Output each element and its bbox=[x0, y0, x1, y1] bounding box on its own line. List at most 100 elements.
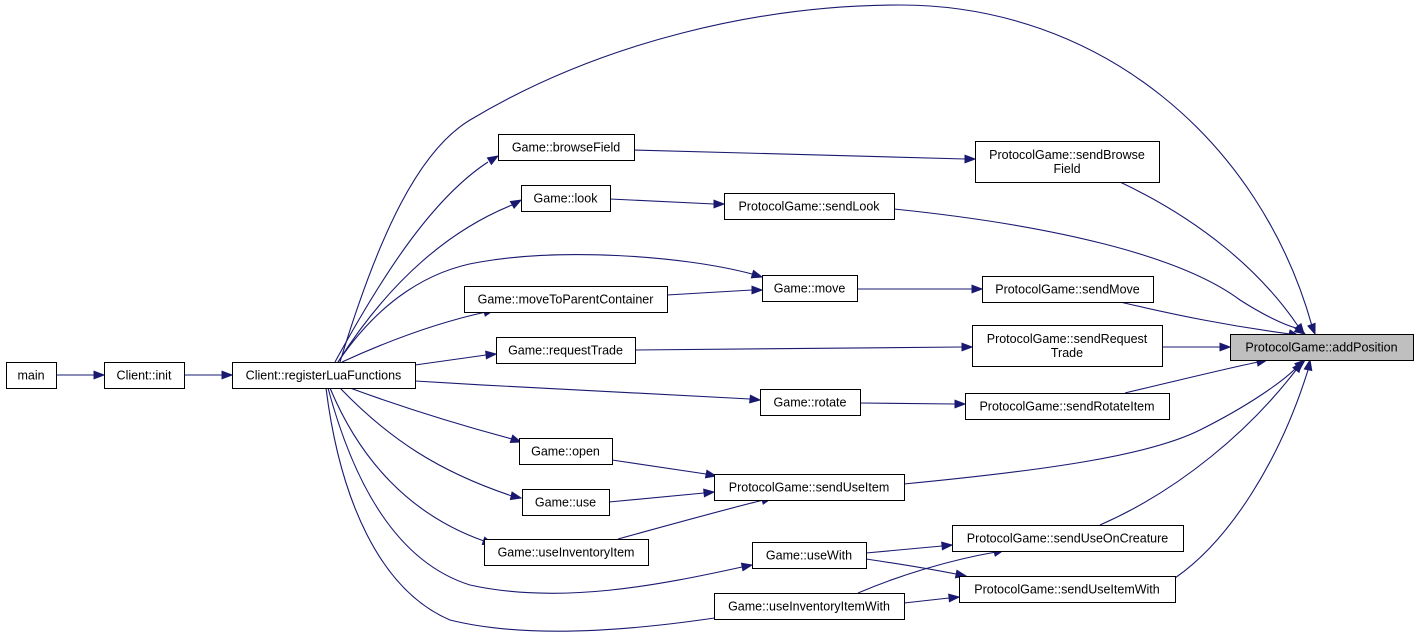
edge-request-trade-to-send-request-trade bbox=[634, 342, 974, 352]
arrow-head-icon bbox=[971, 284, 984, 294]
edge-line bbox=[329, 387, 485, 542]
node-send-move[interactable]: ProtocolGame::sendMove bbox=[982, 276, 1154, 303]
edge-line bbox=[633, 149, 966, 160]
node-open[interactable]: Game::open bbox=[519, 438, 613, 465]
node-box bbox=[959, 576, 1176, 603]
arrow-head-icon bbox=[749, 394, 762, 404]
arrow-head-icon bbox=[961, 342, 974, 352]
node-client-init[interactable]: Client::init bbox=[104, 362, 185, 389]
arrow-head-icon bbox=[486, 155, 500, 166]
node-box bbox=[484, 539, 649, 566]
arrow-head-icon bbox=[1293, 324, 1307, 335]
edge-send-look-to-add-position bbox=[893, 208, 1307, 335]
edge-rotate-to-send-rotate-item bbox=[859, 399, 967, 409]
node-send-use-on-creature[interactable]: ProtocolGame::sendUseOnCreature bbox=[952, 525, 1184, 552]
node-use-with[interactable]: Game::useWith bbox=[752, 542, 867, 569]
edge-line bbox=[1124, 361, 1259, 394]
node-box bbox=[752, 542, 867, 569]
node-box bbox=[760, 389, 861, 416]
edge-look-to-send-look bbox=[609, 198, 726, 209]
node-send-look[interactable]: ProtocolGame::sendLook bbox=[724, 193, 895, 220]
edge-register-lua-to-move-to-parent bbox=[341, 308, 496, 363]
node-use-inventory-item-with[interactable]: Game::useInventoryItemWith bbox=[714, 593, 905, 620]
node-label: Game::useInventoryItem bbox=[498, 546, 635, 560]
edge-line bbox=[666, 289, 753, 296]
arrow-head-icon bbox=[509, 434, 523, 443]
node-send-use-item-with[interactable]: ProtocolGame::sendUseItemWith bbox=[959, 576, 1176, 603]
edge-move-to-send-move bbox=[857, 284, 984, 294]
arrow-head-icon bbox=[509, 199, 523, 210]
edge-line bbox=[857, 551, 997, 594]
node-label: Game::open bbox=[531, 445, 600, 459]
node-box bbox=[975, 141, 1160, 183]
edge-register-lua-to-look bbox=[337, 199, 523, 363]
node-use[interactable]: Game::use bbox=[522, 489, 610, 516]
arrow-head-icon bbox=[221, 370, 234, 380]
edge-register-lua-to-open bbox=[349, 387, 523, 443]
edge-open-to-send-use-item bbox=[611, 459, 718, 479]
node-box bbox=[724, 193, 895, 220]
node-label: Game::browseField bbox=[512, 141, 620, 155]
arrow-head-icon bbox=[964, 154, 977, 164]
node-look[interactable]: Game::look bbox=[521, 185, 611, 212]
node-use-inventory-item[interactable]: Game::useInventoryItem bbox=[484, 539, 649, 566]
edge-client-init-to-register-lua bbox=[184, 370, 234, 380]
node-label: Game::use bbox=[535, 496, 596, 510]
node-main[interactable]: main bbox=[6, 362, 57, 389]
node-label: ProtocolGame::sendUseItem bbox=[729, 481, 890, 495]
node-label: Field bbox=[1053, 162, 1080, 176]
edge-register-lua-to-move bbox=[337, 254, 764, 363]
edge-line bbox=[1119, 181, 1299, 327]
node-rotate[interactable]: Game::rotate bbox=[760, 389, 861, 416]
node-request-trade[interactable]: Game::requestTrade bbox=[496, 337, 636, 364]
edge-line bbox=[334, 161, 489, 363]
node-label: ProtocolGame::sendRotateItem bbox=[979, 400, 1154, 414]
edge-line bbox=[609, 198, 715, 205]
node-label: Trade bbox=[1051, 346, 1083, 360]
edge-register-lua-to-use bbox=[339, 387, 523, 501]
arrow-head-icon bbox=[948, 593, 961, 603]
node-box bbox=[496, 337, 636, 364]
edge-main-to-client-init bbox=[56, 370, 106, 380]
arrow-head-icon bbox=[485, 350, 498, 360]
edge-send-browse-field-to-add-position bbox=[1119, 181, 1305, 336]
node-label: Game::useInventoryItemWith bbox=[728, 600, 890, 614]
node-move[interactable]: Game::move bbox=[762, 275, 858, 302]
node-box bbox=[522, 489, 610, 516]
edge-use-inventory-item-with-to-send-use-item-with bbox=[903, 593, 961, 604]
edge-send-use-item-with-to-add-position bbox=[1174, 358, 1313, 579]
edge-line bbox=[337, 254, 753, 363]
edge-send-use-on-creature-to-add-position bbox=[1099, 360, 1303, 526]
edge-register-lua-to-add-position bbox=[339, 4, 1316, 363]
node-add-position[interactable]: ProtocolGame::addPosition bbox=[1230, 334, 1414, 361]
edge-line bbox=[327, 387, 743, 594]
node-move-to-parent[interactable]: Game::moveToParentContainer bbox=[464, 286, 668, 313]
node-box bbox=[6, 362, 57, 389]
node-browse-field[interactable]: Game::browseField bbox=[498, 134, 635, 161]
node-send-rotate-item[interactable]: ProtocolGame::sendRotateItem bbox=[965, 393, 1170, 420]
edge-line bbox=[634, 346, 963, 351]
edge-register-lua-to-browse-field bbox=[334, 155, 500, 363]
node-send-use-item[interactable]: ProtocolGame::sendUseItem bbox=[714, 474, 905, 501]
node-register-lua[interactable]: Client::registerLuaFunctions bbox=[232, 362, 416, 389]
edge-line bbox=[859, 402, 956, 405]
edge-line bbox=[903, 597, 950, 604]
node-box bbox=[982, 276, 1154, 303]
node-box bbox=[714, 593, 905, 620]
arrow-head-icon bbox=[1307, 322, 1316, 336]
edge-line bbox=[1119, 301, 1291, 335]
node-box bbox=[232, 362, 416, 389]
edge-line bbox=[865, 545, 943, 554]
edge-register-lua-to-rotate bbox=[414, 380, 762, 404]
node-box bbox=[972, 325, 1163, 367]
node-box bbox=[952, 525, 1184, 552]
node-label: ProtocolGame::addPosition bbox=[1245, 341, 1397, 355]
node-box bbox=[762, 275, 858, 302]
arrow-head-icon bbox=[1292, 360, 1303, 374]
node-label: Game::look bbox=[534, 192, 599, 206]
edge-browse-field-to-send-browse-field bbox=[633, 149, 977, 164]
arrow-head-icon bbox=[509, 491, 523, 501]
